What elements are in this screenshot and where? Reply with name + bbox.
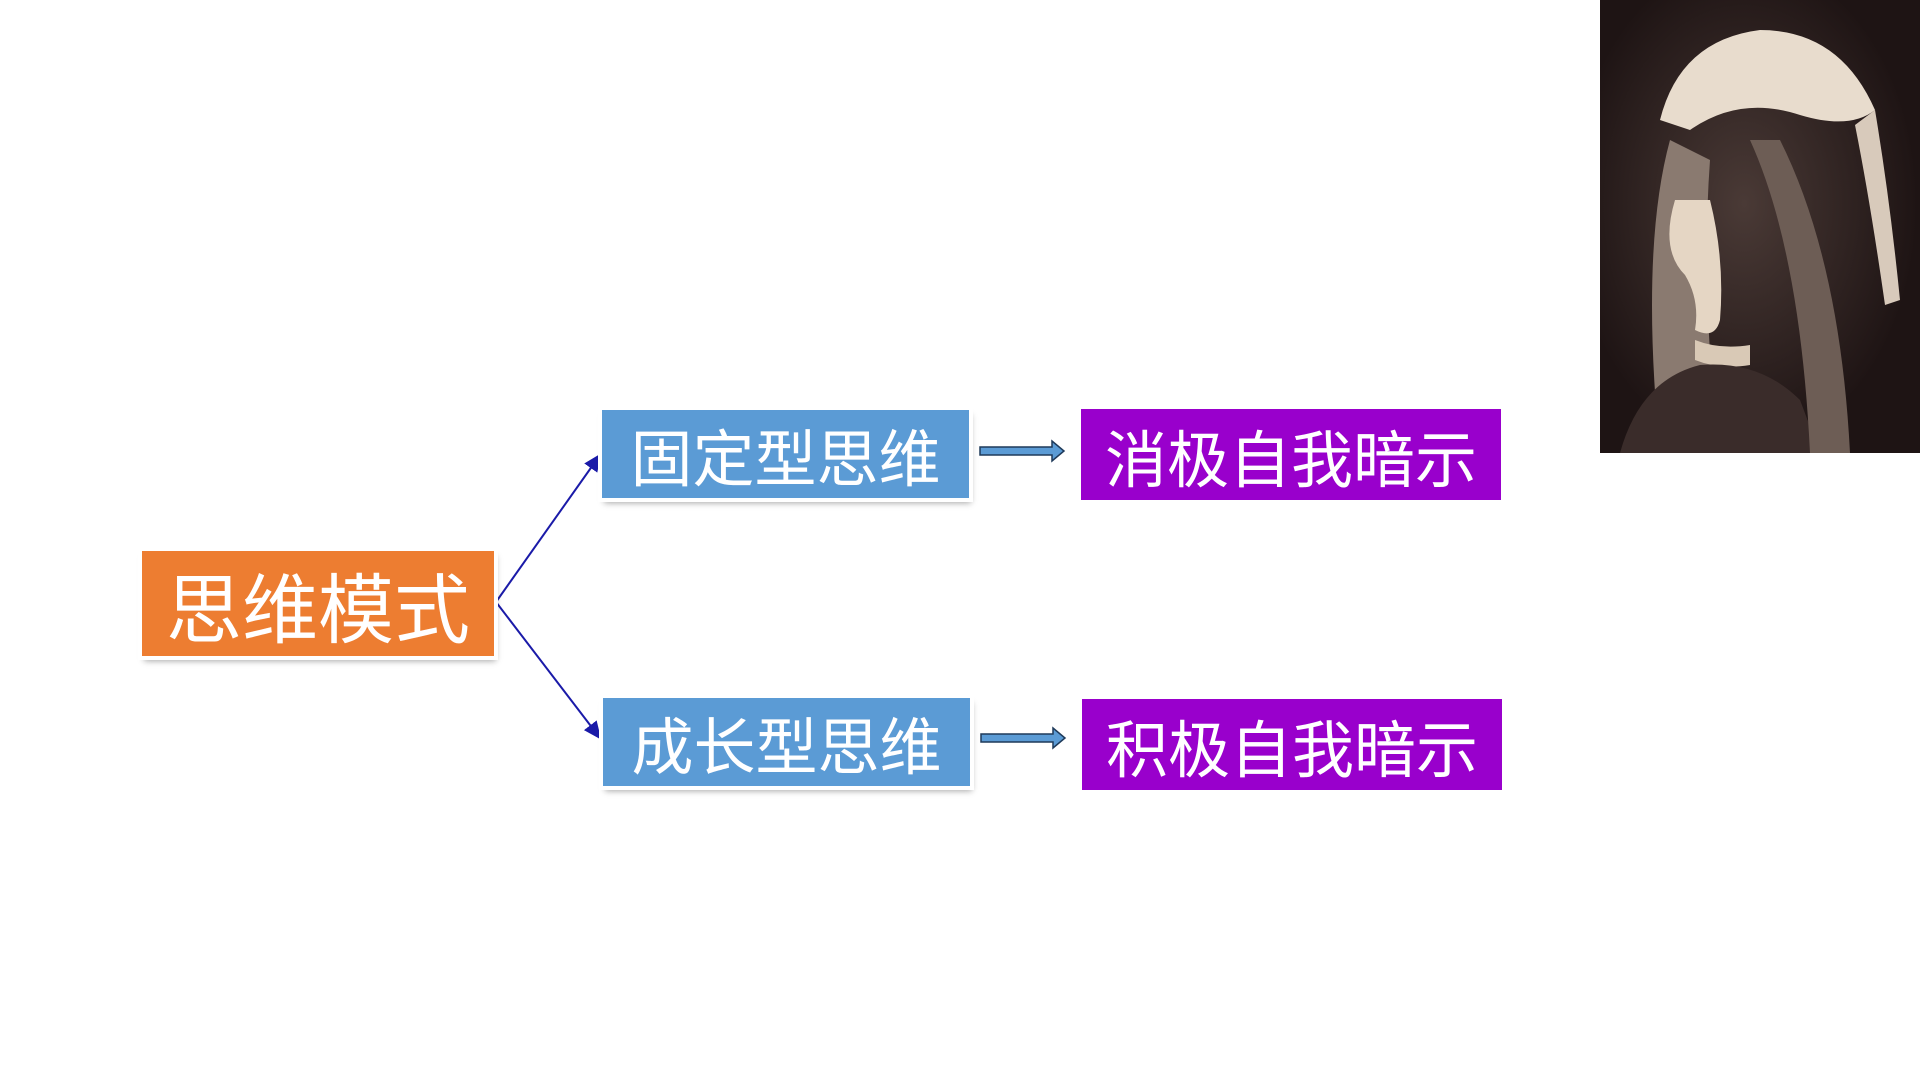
block-arrow-bottom (980, 726, 1067, 750)
connector-line-bottom (495, 601, 602, 740)
fixed-mindset-node: 固定型思维 (602, 410, 969, 498)
negative-suggestion-node: 消极自我暗示 (1081, 409, 1501, 500)
positive-suggestion-node: 积极自我暗示 (1082, 699, 1502, 790)
growth-mindset-node: 成长型思维 (603, 698, 970, 786)
root-node: 思维模式 (142, 551, 494, 656)
connector-line-top (495, 453, 602, 603)
block-arrow-top (979, 439, 1066, 463)
illusion-portrait-image (1600, 0, 1920, 453)
